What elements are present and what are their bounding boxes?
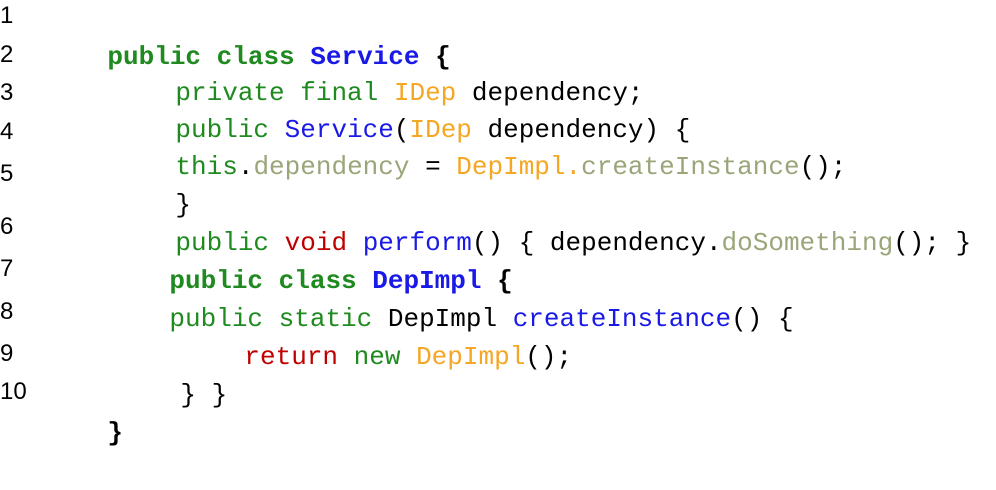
line-number: 6: [0, 213, 14, 240]
paren-token: ();: [525, 342, 573, 372]
code-line-3: public Service(IDep dependency) {: [113, 73, 690, 145]
keyword-token: public class: [169, 266, 357, 296]
identifier-token: DepImpl: [372, 304, 513, 334]
type-token: DepImpl: [416, 342, 526, 372]
dot-token: .: [237, 152, 254, 182]
keyword-token: public class: [107, 42, 295, 72]
code-line-2: private final IDep dependency;: [113, 36, 643, 108]
code-listing: 1 2 3 4 5 6 7 8 9 10 public class Servic…: [0, 0, 971, 448]
control-token: return: [244, 342, 339, 372]
operator-token: =: [409, 152, 457, 182]
type-token: DepImpl: [456, 152, 566, 182]
paren-token: ();: [799, 152, 847, 182]
member-token: doSomething: [721, 228, 894, 258]
line-number: 8: [0, 298, 14, 325]
line-number: 7: [0, 255, 14, 282]
line-number: 9: [0, 340, 14, 367]
space-token: [338, 342, 354, 372]
line-number: 3: [0, 79, 14, 106]
code-line-10: }: [45, 376, 123, 448]
method-name-token: perform: [362, 228, 472, 258]
line-number: 4: [0, 118, 14, 145]
code-line-5b: public void perform() { dependency.doSom…: [113, 186, 971, 258]
member-token: dependency: [253, 152, 410, 182]
method-name-token: createInstance: [512, 304, 732, 334]
line-number: 5: [0, 160, 14, 187]
code-line-4: this.dependency = DepImpl.createInstance…: [113, 110, 846, 182]
class-name-token: DepImpl: [372, 266, 482, 296]
code-line-6: public class DepImpl {: [107, 224, 512, 296]
brace-token: }: [107, 418, 124, 448]
code-line-7: public static DepImpl createInstance() {: [107, 262, 793, 334]
paren-token: (: [393, 115, 410, 145]
control-token: void: [284, 228, 348, 258]
type-token: IDep: [393, 78, 457, 108]
space-token: [400, 342, 416, 372]
keyword-token: this: [175, 152, 238, 182]
line-number: 1: [0, 2, 14, 29]
identifier-token: dependency) {: [471, 115, 691, 145]
paren-token: (); }: [893, 228, 972, 258]
brace-token: }: [175, 190, 192, 220]
paren-token: () {: [731, 304, 794, 334]
keyword-token: private final: [175, 78, 379, 108]
keyword-token: new: [353, 342, 401, 372]
type-token: IDep: [409, 115, 472, 145]
dot-token: .: [565, 152, 582, 182]
member-token: createInstance: [581, 152, 800, 182]
code-line-9: } }: [118, 338, 227, 410]
keyword-token: public: [175, 228, 270, 258]
class-name-token: Service: [310, 42, 420, 72]
line-number: 2: [0, 41, 14, 68]
keyword-token: public static: [169, 304, 373, 334]
code-line-5: }: [113, 148, 191, 220]
brace-token: {: [481, 266, 513, 296]
identifier-token: () { dependency.: [471, 228, 722, 258]
class-name-token: Service: [284, 115, 394, 145]
line-number: 10: [0, 378, 27, 405]
code-line-1: public class Service {: [45, 0, 450, 72]
brace-token: {: [419, 42, 451, 72]
identifier-token: dependency;: [456, 78, 644, 108]
code-line-8: return new DepImpl();: [182, 300, 572, 372]
keyword-token: public: [175, 115, 270, 145]
brace-token: } }: [180, 380, 228, 410]
